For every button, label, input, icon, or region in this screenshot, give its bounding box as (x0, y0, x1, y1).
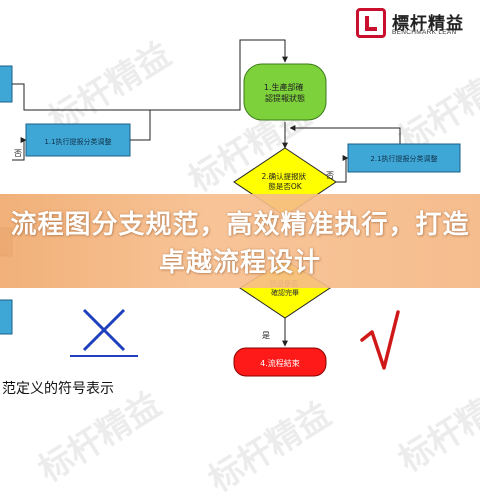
start-node-label: 1.生產部確 認提報狀態 (264, 82, 306, 103)
connector (12, 137, 27, 161)
logo-mark-icon (356, 8, 386, 38)
right-process-box (347, 143, 461, 173)
left-process-label: 1.1执行提报分类调整 (44, 137, 111, 146)
branch-label-no: 否 (14, 149, 22, 158)
symbol-caption: 范定义的符号表示 (2, 381, 114, 397)
right-mark-icon (360, 310, 400, 370)
branch-label-yes: 是 (262, 331, 270, 340)
start-node (243, 63, 327, 121)
wrong-mark-icon (70, 308, 138, 357)
connector (336, 155, 349, 183)
diagram-canvas: 标杆精益 标杆精益 标杆精益 标杆精益 标杆精益 标杆精益 (0, 8, 480, 500)
connector (289, 125, 401, 144)
left-edge-box (0, 299, 13, 335)
connector (130, 39, 288, 141)
logo-name-en: BENCHMARK LEAN (392, 29, 457, 36)
end-node-label: 4.流程結束 (260, 358, 300, 368)
logo-name-cn: 標杆精益 (392, 14, 464, 34)
title-banner (0, 194, 480, 288)
branch-label-no: 否 (326, 171, 334, 180)
banner-title: 流程图分支规范，高效精准执行，打造卓越流程设计 (10, 210, 470, 278)
brand-logo: 標杆精益 BENCHMARK LEAN (356, 8, 474, 42)
decision-1-label: 2.确认提报狀 態是否OK (261, 171, 308, 191)
end-node (233, 347, 327, 377)
right-process-label: 2.1执行提报分类调整 (370, 154, 437, 163)
left-edge-box (0, 65, 13, 103)
